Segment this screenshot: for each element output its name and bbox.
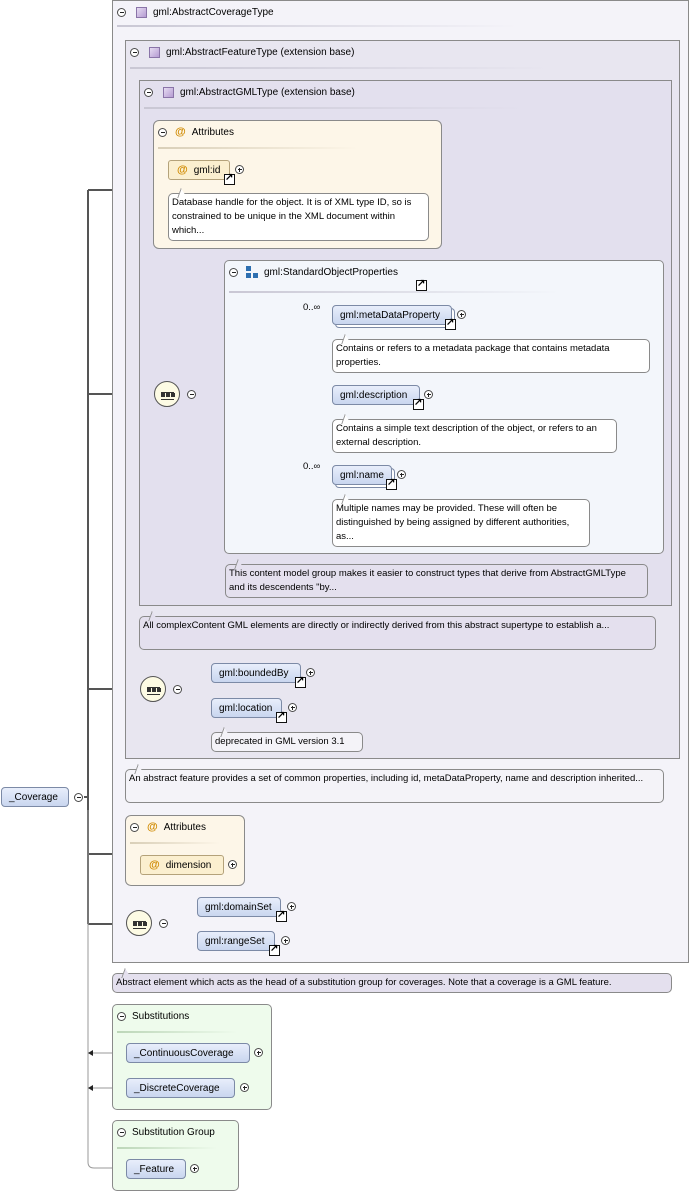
reference-arrow-icon[interactable] bbox=[416, 278, 427, 291]
expand-toggle[interactable] bbox=[306, 668, 315, 677]
location-doc: deprecated in GML version 3.1 bbox=[211, 732, 363, 752]
expand-toggle[interactable] bbox=[254, 1048, 263, 1057]
substitutions-title: Substitutions bbox=[132, 1010, 190, 1022]
element-description[interactable]: gml:description bbox=[332, 385, 420, 405]
complex-type-header: gml:AbstractCoverageType bbox=[117, 5, 274, 19]
element-label: _ContinuousCoverage bbox=[134, 1047, 234, 1059]
attribute-icon: @ bbox=[149, 859, 160, 871]
element-metadataproperty[interactable]: gml:metaDataProperty bbox=[332, 305, 452, 325]
collapse-toggle[interactable] bbox=[117, 7, 126, 17]
expand-toggle[interactable] bbox=[457, 310, 466, 319]
expand-toggle[interactable] bbox=[287, 902, 296, 911]
sequence-collapse-toggle[interactable] bbox=[159, 919, 168, 928]
attributes-title: Attributes bbox=[163, 821, 206, 833]
attribute-label: gml:id bbox=[193, 164, 221, 176]
collapse-toggle[interactable] bbox=[130, 822, 139, 832]
element-label: _DiscreteCoverage bbox=[134, 1082, 220, 1094]
attribute-icon: @ bbox=[147, 821, 158, 833]
feature-extension-name: gml:AbstractFeatureType (extension base) bbox=[166, 46, 355, 58]
element-label: gml:domainSet bbox=[205, 901, 272, 913]
substitution-group-feature[interactable]: _Feature bbox=[126, 1159, 186, 1179]
element-domainset[interactable]: gml:domainSet bbox=[197, 897, 281, 917]
element-label: gml:location bbox=[219, 702, 273, 714]
root-collapse-toggle[interactable] bbox=[74, 793, 83, 802]
element-label: gml:rangeSet bbox=[205, 935, 265, 947]
reference-arrow-icon[interactable] bbox=[269, 943, 280, 956]
complex-type-name: gml:AbstractCoverageType bbox=[153, 6, 274, 18]
description-doc: Contains a simple text description of th… bbox=[332, 419, 617, 453]
element-location[interactable]: gml:location bbox=[211, 698, 282, 718]
element-label: gml:metaDataProperty bbox=[340, 309, 441, 321]
attribute-icon: @ bbox=[177, 164, 188, 176]
attributes-title: Attributes bbox=[191, 126, 234, 138]
element-label: gml:description bbox=[340, 389, 408, 401]
attribute-label: dimension bbox=[165, 859, 212, 871]
reference-arrow-icon[interactable] bbox=[295, 675, 306, 688]
expand-toggle[interactable] bbox=[235, 165, 244, 174]
reference-arrow-icon[interactable] bbox=[386, 477, 397, 490]
root-element[interactable]: _Coverage bbox=[1, 787, 69, 807]
expand-toggle[interactable] bbox=[281, 936, 290, 945]
reference-arrow-icon[interactable] bbox=[276, 710, 287, 723]
expand-toggle[interactable] bbox=[397, 470, 406, 479]
element-boundedby[interactable]: gml:boundedBy bbox=[211, 663, 301, 683]
sop-doc: This content model group makes it easier… bbox=[225, 564, 648, 598]
sop-name: gml:StandardObjectProperties bbox=[264, 266, 398, 278]
attribute-id-doc: Database handle for the object. It is of… bbox=[168, 193, 429, 241]
feature-extension-doc: An abstract feature provides a set of co… bbox=[125, 769, 664, 803]
expand-toggle[interactable] bbox=[228, 860, 237, 869]
substitution-group-title: Substitution Group bbox=[132, 1126, 215, 1138]
gml-extension-header: gml:AbstractGMLType (extension base) bbox=[144, 85, 355, 99]
attributes-header: @ Attributes bbox=[130, 820, 206, 834]
expand-toggle[interactable] bbox=[424, 390, 433, 399]
complex-type-icon bbox=[149, 46, 160, 58]
feature-extension-header: gml:AbstractFeatureType (extension base) bbox=[130, 45, 354, 59]
substitution-continuous-coverage[interactable]: _ContinuousCoverage bbox=[126, 1043, 250, 1063]
complex-type-icon bbox=[163, 86, 174, 98]
collapse-toggle[interactable] bbox=[158, 127, 167, 137]
sequence-collapse-toggle[interactable] bbox=[187, 390, 196, 399]
attributes-box-dimension: @ Attributes bbox=[125, 815, 245, 886]
element-name[interactable]: gml:name bbox=[332, 465, 392, 485]
expand-toggle[interactable] bbox=[288, 703, 297, 712]
sequence-icon bbox=[154, 381, 180, 407]
reference-arrow-icon[interactable] bbox=[276, 909, 287, 922]
group-icon bbox=[246, 266, 258, 278]
attribute-gml-id[interactable]: @ gml:id bbox=[168, 160, 230, 180]
sequence-collapse-toggle[interactable] bbox=[173, 685, 182, 694]
element-label: gml:name bbox=[340, 469, 384, 481]
substitutions-header: Substitutions bbox=[117, 1009, 189, 1023]
multiplicity-label: 0..∞ bbox=[303, 461, 321, 472]
gml-extension-name: gml:AbstractGMLType (extension base) bbox=[180, 86, 355, 98]
collapse-toggle[interactable] bbox=[117, 1011, 126, 1021]
substitution-group-box: Substitution Group bbox=[112, 1120, 239, 1191]
gml-extension-doc: All complexContent GML elements are dire… bbox=[139, 616, 656, 650]
substitution-group-header: Substitution Group bbox=[117, 1125, 215, 1139]
reference-arrow-icon[interactable] bbox=[445, 317, 456, 330]
name-doc: Multiple names may be provided. These wi… bbox=[332, 499, 590, 547]
attributes-header: @ Attributes bbox=[158, 125, 234, 139]
complex-type-icon bbox=[136, 6, 147, 18]
expand-toggle[interactable] bbox=[240, 1083, 249, 1092]
element-label: gml:boundedBy bbox=[219, 667, 289, 679]
collapse-toggle[interactable] bbox=[229, 267, 238, 277]
element-rangeset[interactable]: gml:rangeSet bbox=[197, 931, 275, 951]
collapse-toggle[interactable] bbox=[130, 47, 139, 57]
reference-arrow-icon[interactable] bbox=[413, 397, 424, 410]
collapse-toggle[interactable] bbox=[144, 87, 153, 97]
substitution-discrete-coverage[interactable]: _DiscreteCoverage bbox=[126, 1078, 235, 1098]
sequence-icon bbox=[140, 676, 166, 702]
element-label: _Feature bbox=[134, 1163, 175, 1175]
reference-arrow-icon[interactable] bbox=[224, 172, 235, 185]
sop-header: gml:StandardObjectProperties bbox=[229, 265, 398, 279]
complex-type-doc: Abstract element which acts as the head … bbox=[112, 973, 672, 993]
collapse-toggle[interactable] bbox=[117, 1127, 126, 1137]
sequence-icon bbox=[126, 910, 152, 936]
multiplicity-label: 0..∞ bbox=[303, 302, 321, 313]
expand-toggle[interactable] bbox=[190, 1164, 199, 1173]
root-element-label: _Coverage bbox=[9, 791, 58, 803]
attribute-icon: @ bbox=[175, 126, 186, 138]
metadataproperty-doc: Contains or refers to a metadata package… bbox=[332, 339, 650, 373]
attribute-dimension[interactable]: @ dimension bbox=[140, 855, 224, 875]
